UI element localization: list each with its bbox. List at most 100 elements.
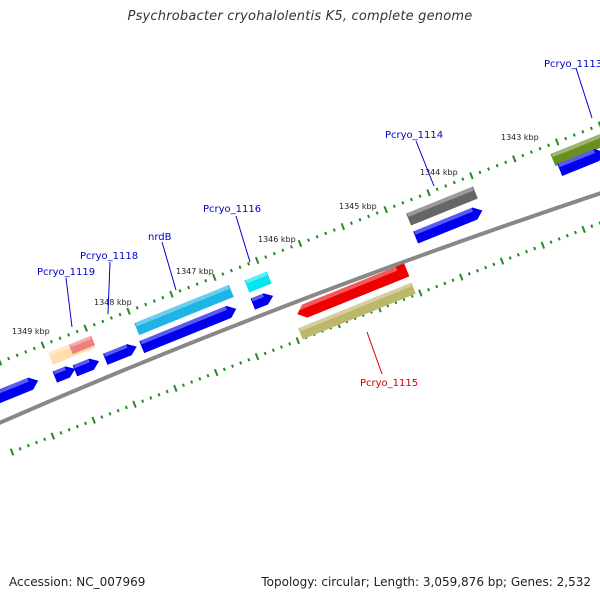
outer-tick-14 <box>118 312 122 317</box>
inner-tick-51 <box>427 288 430 292</box>
cds-arrow-6[interactable] <box>72 356 102 377</box>
inner-tick-55 <box>458 273 464 281</box>
feature-pcryo-1115-product-highlight <box>299 282 412 332</box>
inner-tick-26 <box>222 367 226 372</box>
cds-arrow-7[interactable] <box>52 363 78 383</box>
outer-tick-35 <box>297 239 303 248</box>
inner-tick-33 <box>280 345 283 349</box>
scale-label-1348: 1348 kbp <box>94 298 132 307</box>
outer-tick-57 <box>487 167 491 171</box>
cds-arrow-3-body <box>250 293 274 310</box>
feature-pcryo-1114-highlight <box>407 186 474 217</box>
inner-tick-19 <box>165 389 169 394</box>
feature-pcryo-1119[interactable] <box>69 335 95 355</box>
feature-pcryo-1119-highlight <box>69 336 92 348</box>
outer-tick-56 <box>478 170 482 175</box>
inner-tick-67 <box>557 237 561 241</box>
gene-leader-line-reverse <box>366 331 383 375</box>
feature-pcryo-1116[interactable] <box>244 271 272 293</box>
inner-tick-12 <box>108 412 112 416</box>
inner-tick-3 <box>35 440 38 445</box>
cds-arrow-2[interactable] <box>413 204 485 244</box>
inner-tick-56 <box>467 272 471 276</box>
scale-label-1345: 1345 kbp <box>339 202 377 211</box>
inner-tick-57 <box>476 268 479 273</box>
feature-pcryo-1119-body <box>69 335 95 355</box>
genome-backbone <box>0 191 600 425</box>
outer-tick-23 <box>195 282 199 286</box>
outer-tick-60 <box>512 155 517 163</box>
outer-tick-17 <box>144 302 148 307</box>
scale-label-1343: 1343 kbp <box>501 133 539 142</box>
gene-label-pcryo-1113[interactable]: Pcryo_1113 <box>544 59 600 70</box>
cds-arrow-5[interactable] <box>102 341 139 365</box>
outer-tick-6 <box>49 339 53 344</box>
cds-arrow-8[interactable] <box>0 375 41 406</box>
inner-tick-20 <box>173 384 178 393</box>
inner-tick-32 <box>271 348 275 352</box>
feature-pcryo-1113-body <box>550 123 600 167</box>
cds-arrow-3[interactable] <box>250 290 276 310</box>
outer-tick-7 <box>58 336 62 341</box>
outer-tick-11 <box>92 322 96 327</box>
feature-pcryo-1113-highlight <box>551 124 600 158</box>
outer-tick-32 <box>272 251 276 256</box>
gene-label-pcryo-1118[interactable]: Pcryo_1118 <box>80 251 138 262</box>
inner-tick-10 <box>91 416 96 424</box>
gene-label-pcryo-1114[interactable]: Pcryo_1114 <box>385 130 443 141</box>
cds-arrow-5-highlight <box>103 344 128 357</box>
gene-label-pcryo-1116[interactable]: Pcryo_1116 <box>203 204 261 215</box>
gene-label-nrdb[interactable]: nrdB <box>148 232 172 243</box>
outer-tick-67 <box>572 133 576 137</box>
outer-tick-19 <box>161 295 165 300</box>
feature-pcryo-1115[interactable] <box>295 263 410 320</box>
cds-arrow-2-highlight <box>414 207 474 235</box>
gene-label-pcryo-1115[interactable]: Pcryo_1115 <box>360 378 418 389</box>
cds-arrow-4[interactable] <box>139 303 238 354</box>
scale-label-1349: 1349 kbp <box>12 327 50 336</box>
inner-tick-52 <box>435 284 439 289</box>
feature-pcryo-1114-body <box>406 186 478 226</box>
inner-tick-53 <box>443 281 447 286</box>
outer-tick-15 <box>126 307 131 315</box>
outer-tick-34 <box>289 245 293 249</box>
inner-tick-60 <box>499 257 505 265</box>
inner-tick-14 <box>124 405 128 410</box>
inner-tick-59 <box>492 262 496 267</box>
feature-pcryo-1115-highlight <box>295 266 398 312</box>
outer-tick-42 <box>358 218 362 222</box>
feature-nrdb[interactable] <box>134 284 234 336</box>
feature-pcryo-1113[interactable] <box>550 123 600 167</box>
outer-tick-track <box>0 121 600 366</box>
inner-tick-34 <box>288 342 292 346</box>
inner-tick-21 <box>182 383 185 387</box>
outer-tick-50 <box>426 189 431 197</box>
outer-tick-9 <box>75 329 79 334</box>
outer-tick-52 <box>444 184 448 188</box>
feature-track <box>0 123 600 406</box>
inner-tick-61 <box>508 256 512 260</box>
outer-tick-5 <box>40 341 46 349</box>
outer-tick-20 <box>169 290 174 298</box>
outer-tick-41 <box>349 221 353 225</box>
cds-arrow-6-body <box>72 358 100 377</box>
cds-arrow-1[interactable] <box>557 146 600 177</box>
cds-arrow-7-body <box>52 366 76 383</box>
outer-tick-1 <box>7 356 11 361</box>
feature-pcryo-1115-product-body <box>298 282 416 340</box>
inner-tick-5 <box>50 432 56 440</box>
feature-pcryo-1115-product[interactable] <box>298 282 416 340</box>
outer-tick-28 <box>238 265 242 269</box>
inner-tick-54 <box>451 278 455 283</box>
outer-tick-48 <box>409 197 413 202</box>
inner-tick-25 <box>213 368 219 377</box>
inner-tick-0 <box>9 448 15 456</box>
outer-tick-70 <box>597 121 600 128</box>
cds-arrow-6-highlight <box>73 358 90 369</box>
feature-pcryo-1114[interactable] <box>406 186 478 226</box>
cds-arrow-8-highlight <box>0 377 29 397</box>
gene-label-pcryo-1119[interactable]: Pcryo_1119 <box>37 267 95 278</box>
topology-label: Topology: circular; Length: 3,059,876 bp… <box>261 575 591 589</box>
inner-tick-70 <box>581 225 586 233</box>
